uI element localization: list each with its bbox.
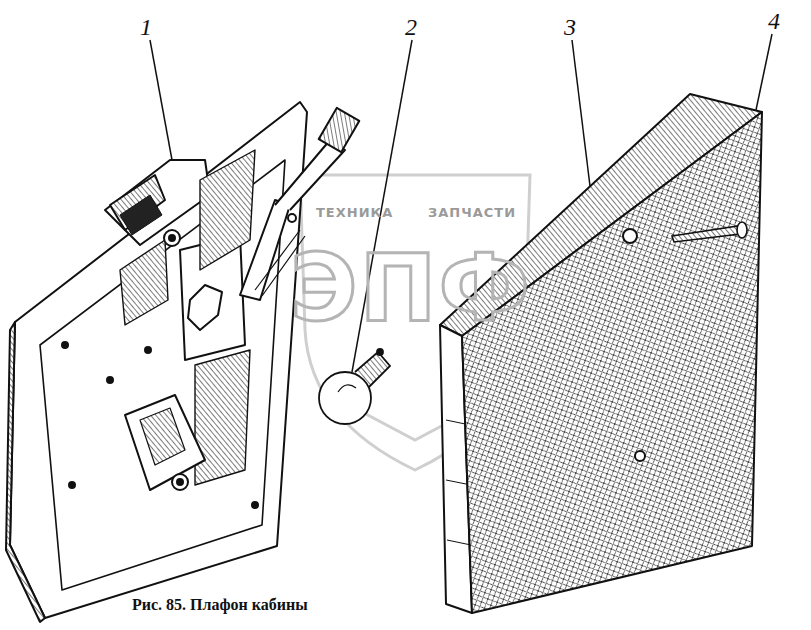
- callout-number: 2: [405, 14, 417, 40]
- callout-number: 4: [768, 8, 780, 34]
- figure-caption: Рис. 85. Плафон кабины: [132, 596, 308, 614]
- lamp-housing: [6, 102, 359, 622]
- watermark-text: ЗАПЧАСТИ: [428, 206, 516, 220]
- watermark-logo: ЭПФ: [290, 238, 532, 339]
- fixing-screw: [672, 222, 747, 242]
- callout-number: 3: [564, 14, 576, 40]
- watermark-text: ТЕХНИКА: [316, 206, 393, 220]
- callout-number: 1: [140, 14, 152, 40]
- leader-line: [150, 34, 772, 372]
- lamp-diffuser: [440, 94, 762, 613]
